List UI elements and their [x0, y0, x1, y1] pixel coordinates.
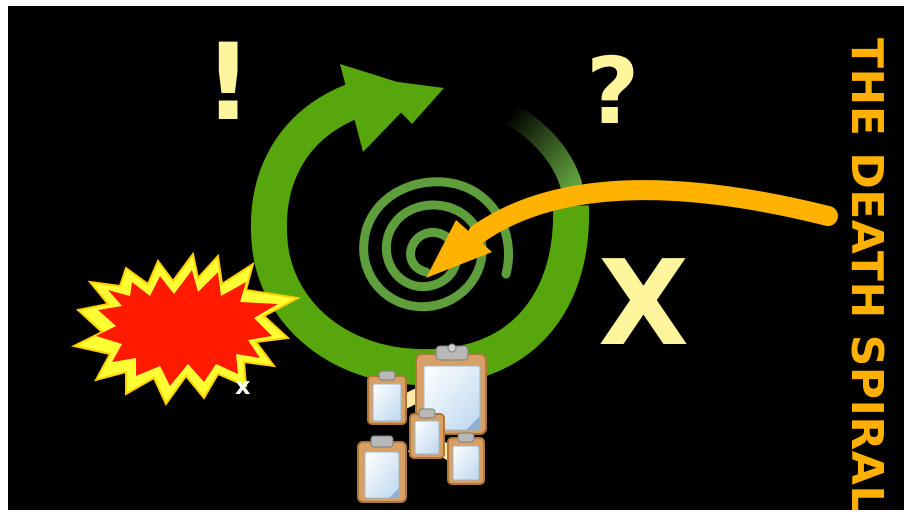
- clipboard-icon: [410, 409, 444, 458]
- exclamation-mark: !: [204, 30, 252, 136]
- diagram-canvas: [8, 6, 904, 510]
- clipboard-icon: [368, 371, 406, 424]
- clipboard-icon: [358, 436, 406, 502]
- small-x-mark: x: [235, 374, 250, 398]
- green-spiral-icon: [364, 182, 509, 307]
- slide: ! ? X x THE DEATH SPIRAL: [8, 6, 904, 510]
- big-x-mark: X: [598, 244, 689, 362]
- cycle-arrow-tail: [510, 114, 571, 184]
- slide-title: THE DEATH SPIRAL: [844, 38, 888, 478]
- question-mark: ?: [586, 46, 639, 138]
- clipboard-icon: [448, 433, 484, 484]
